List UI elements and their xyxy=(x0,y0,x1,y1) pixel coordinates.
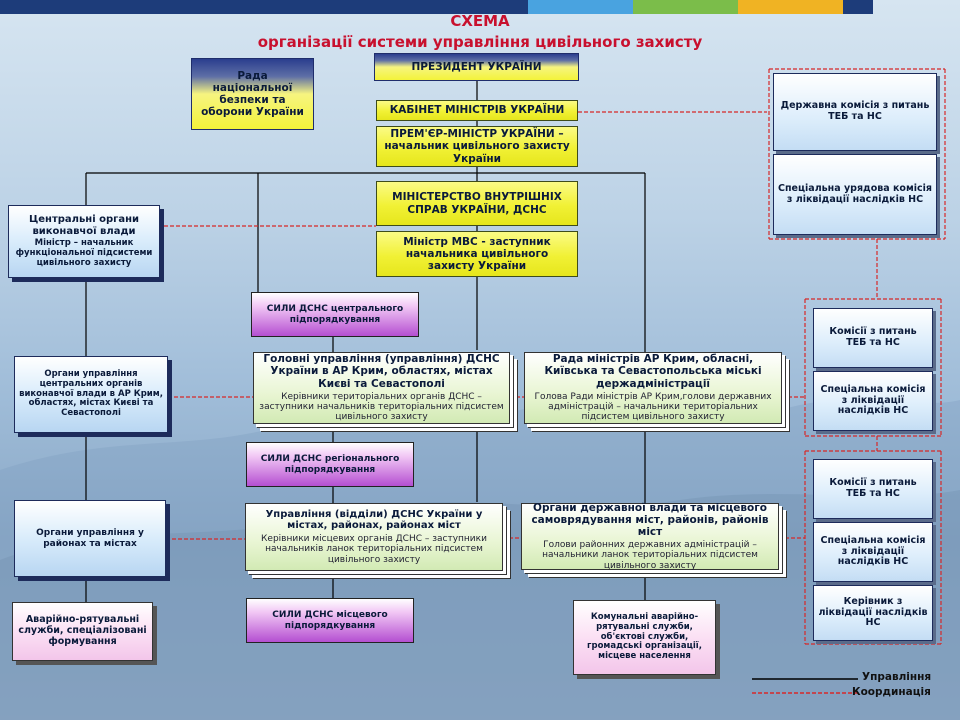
central-bodies-heading: Центральні органи виконавчої влади xyxy=(28,214,140,237)
management-lines xyxy=(85,80,646,602)
forces-local-box: СИЛИ ДСНС місцевого підпорядкування xyxy=(246,598,414,643)
top-bar-segment xyxy=(352,0,440,14)
municipal-services-box: Комунальні аварійно-рятувальні служби, о… xyxy=(573,600,716,675)
regional-administrations-box: Рада міністрів АР Крим, обласні, Київськ… xyxy=(524,352,782,424)
rescue-services-box: Аварійно-рятувальні служби, спеціалізова… xyxy=(12,602,153,661)
central-bodies-note: Міністр – начальник функціональної підси… xyxy=(15,238,153,268)
top-color-bar xyxy=(0,0,960,14)
top-bar-segment xyxy=(528,0,633,14)
local-authorities-title: Органи державної влади та місцевого само… xyxy=(531,501,769,539)
minister-box: Міністр МВС - заступник начальника цивіл… xyxy=(376,231,578,277)
diagram-subtitle: організації системи управління цивільног… xyxy=(257,33,703,51)
top-bar-segment xyxy=(176,0,264,14)
state-commission-box: Державна комісія з питань ТЕБ та НС xyxy=(773,73,937,151)
regional-councils-title: Рада міністрів АР Крим, обласні, Київськ… xyxy=(544,353,762,390)
security-council-box: Рада національної безпеки та оборони Укр… xyxy=(191,58,314,130)
regional-departments-title: Головні управління (управління) ДСНС Укр… xyxy=(263,353,500,390)
local-commission-teb-box: Комісії з питань ТЕБ та НС xyxy=(813,459,933,519)
local-authorities-subtitle: Голови районних державних адміністрацій … xyxy=(542,540,758,571)
regional-councils-subtitle: Голова Ради міністрів АР Крим,голови дер… xyxy=(534,391,772,423)
top-bar-segment xyxy=(440,0,528,14)
top-bar-segment xyxy=(738,0,843,14)
ministry-box: МІНІСТЕРСТВО ВНУТРІШНІХ СПРАВ УКРАЇНИ, Д… xyxy=(376,181,578,226)
local-special-commission-box: Спеціальна комісія з ліквідації наслідкі… xyxy=(813,522,933,582)
diagram-title: СХЕМА xyxy=(450,12,510,30)
local-departments-title: Управління (відділи) ДСНС України у міст… xyxy=(265,508,483,532)
prime-minister-box: ПРЕМ'ЄР-МІНІСТР УКРАЇНИ – начальник циві… xyxy=(376,126,578,167)
district-management-bodies-box: Органи управління у районах та містах xyxy=(14,500,166,577)
top-bar-segment xyxy=(843,0,873,14)
central-executive-bodies-box: Центральні органи виконавчої влади Мініс… xyxy=(8,205,160,278)
president-box: ПРЕЗИДЕНТ УКРАЇНИ xyxy=(374,53,579,81)
legend-coordination-label: Координація xyxy=(852,686,931,698)
special-government-commission-box: Спеціальна урядова комісія з ліквідації … xyxy=(773,154,937,235)
top-bar-segment xyxy=(88,0,176,14)
regional-commission-teb-box: Комісії з питань ТЕБ та НС xyxy=(813,308,933,368)
regional-departments-subtitle: Керівники територіальних органів ДСНС – … xyxy=(259,391,504,423)
forces-central-box: СИЛИ ДСНС центрального підпорядкування xyxy=(251,292,419,337)
regional-management-bodies-box: Органи управління центральних органів ви… xyxy=(14,356,168,433)
liquidation-head-box: Керівник з ліквідації наслідків НС xyxy=(813,585,933,641)
forces-regional-box: СИЛИ ДСНС регіонального підпорядкування xyxy=(246,442,414,487)
top-bar-segment xyxy=(633,0,738,14)
coordination-lines xyxy=(164,68,946,645)
local-authorities-box: Органи державної влади та місцевого само… xyxy=(521,501,779,571)
top-bar-segment xyxy=(0,0,88,14)
legend-management-label: Управління xyxy=(862,671,932,683)
top-bar-segment xyxy=(264,0,352,14)
local-departments-subtitle: Керівники місцевих органів ДСНС – заступ… xyxy=(261,533,487,565)
local-dsns-departments-box: Управління (відділи) ДСНС України у міст… xyxy=(245,503,503,571)
cabinet-box: КАБІНЕТ МІНІСТРІВ УКРАЇНИ xyxy=(376,100,578,121)
regional-dsns-departments-box: Головні управління (управління) ДСНС Укр… xyxy=(253,352,510,424)
regional-special-commission-box: Спеціальна комісія з ліквідації наслідкі… xyxy=(813,371,933,431)
